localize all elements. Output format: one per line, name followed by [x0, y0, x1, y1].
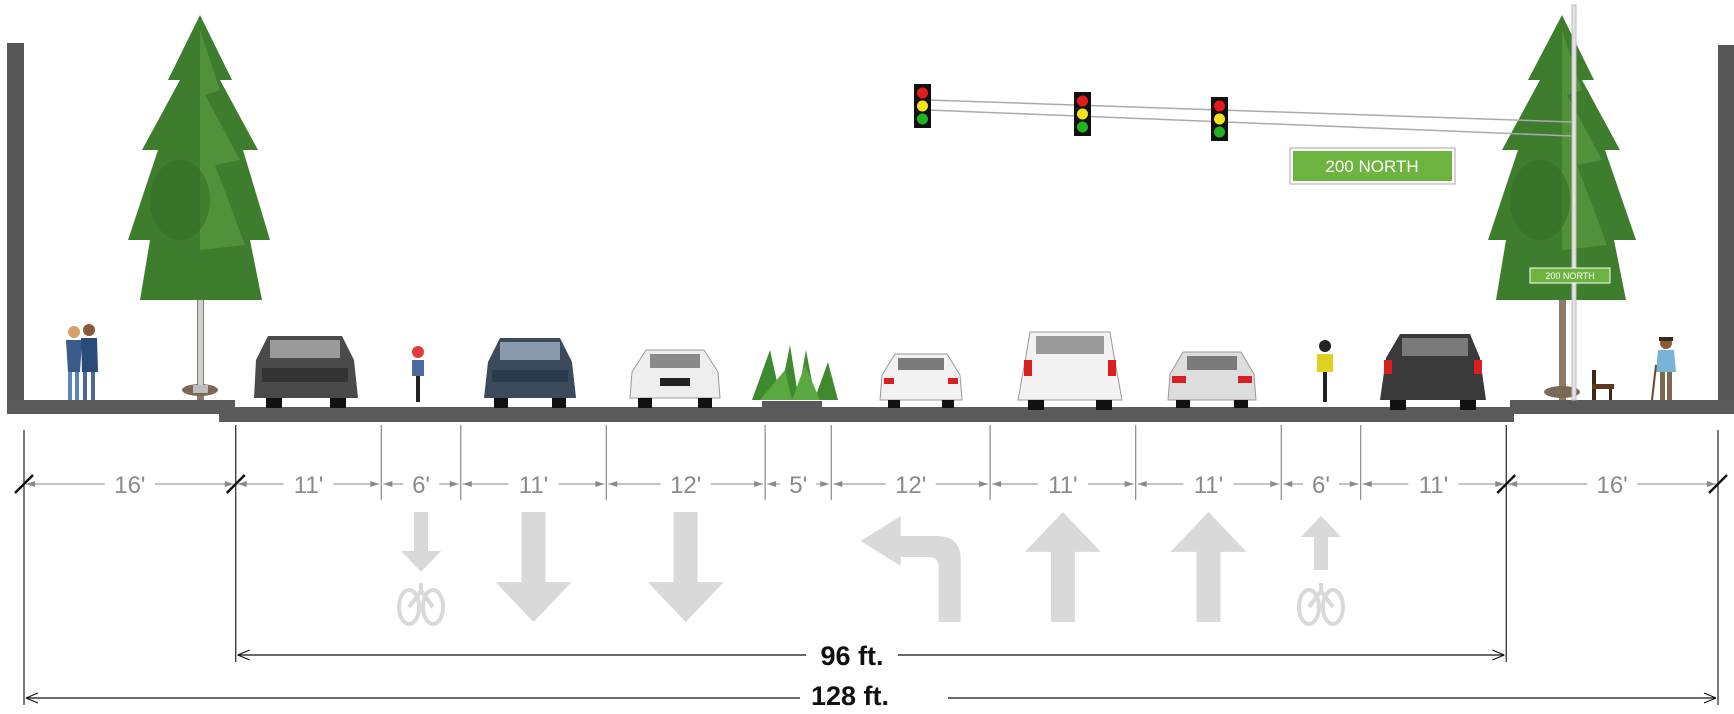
segment-width-label: 16' — [114, 472, 145, 499]
dimension-arrowhead — [237, 481, 247, 487]
dimension-slash-tick — [1708, 474, 1728, 494]
dimension-arrowhead — [992, 481, 1002, 487]
pedestrian-elderly — [1651, 337, 1676, 401]
right-building-wall — [1718, 45, 1734, 413]
street-name-sign: 200 NORTH — [1289, 147, 1456, 185]
median-island — [762, 401, 822, 411]
vehicle-suv-1 — [254, 336, 358, 408]
lamp-post-left — [193, 300, 208, 393]
signal-pole — [1571, 4, 1577, 401]
segment-width-label: 11' — [1048, 472, 1078, 499]
vehicle-suv-2 — [484, 338, 576, 408]
median-planting — [752, 345, 838, 400]
vehicle-suv-3 — [1380, 334, 1486, 410]
total-arrowhead — [25, 692, 39, 704]
total-curb-to-curb-label: 96 ft. — [820, 641, 883, 671]
total-dimensions: 96 ft. 128 ft. — [25, 641, 1717, 711]
vehicle-sedan-1 — [629, 349, 721, 408]
dimension-arrowhead — [1283, 481, 1293, 487]
vehicle-sedan-2 — [879, 353, 963, 408]
bicycle-symbol-icon — [397, 583, 446, 626]
dimension-arrowhead — [1270, 481, 1280, 487]
pedestrian-couple — [66, 324, 98, 400]
dimension-arrowhead — [754, 481, 764, 487]
total-right-of-way-label: 128 ft. — [811, 681, 889, 709]
dimension-slash-tick — [225, 474, 246, 494]
down-arrow-icon — [647, 512, 724, 622]
down-arrow-icon — [495, 512, 572, 622]
dimension-arrowhead — [1362, 481, 1372, 487]
dimension-arrowhead — [370, 481, 380, 487]
segment-width-label: 12' — [670, 472, 701, 499]
street-name-sign-text: 200 NORTH — [1325, 157, 1418, 176]
dimension-arrowhead — [767, 481, 777, 487]
dimension-arrowhead — [1137, 481, 1147, 487]
segment-width-label: 12' — [895, 472, 926, 499]
dimension-arrowhead — [462, 481, 472, 487]
up-arrow-icon — [1170, 512, 1247, 622]
traffic-light-3 — [1211, 97, 1228, 141]
pole-street-sign: 200 NORTH — [1529, 267, 1611, 284]
dimension-arrowhead — [595, 481, 605, 487]
left-sidewalk-surface — [7, 400, 235, 414]
dimension-arrowhead — [608, 481, 618, 487]
dimension-arrowhead — [449, 481, 459, 487]
dimension-arrowhead — [1508, 481, 1518, 487]
dimension-arrowhead — [383, 481, 393, 487]
segment-width-label: 6' — [1312, 472, 1330, 499]
left-turn-arrow-icon — [860, 516, 961, 622]
bicycle-frame — [407, 583, 435, 609]
dimension-arrowhead — [979, 481, 989, 487]
up-arrow-icon — [1024, 512, 1101, 622]
traffic-signal-assembly: 200 NORTH 200 NORTH — [914, 4, 1611, 401]
bicycle-wheel — [1320, 588, 1345, 626]
bicycle-wheel — [421, 588, 446, 626]
dimension-slash-tick — [1496, 474, 1517, 494]
dimension-arrowhead — [1707, 481, 1716, 487]
dimension-arrowhead — [1124, 481, 1134, 487]
dimension-arrowhead — [1495, 481, 1505, 487]
traffic-light-2 — [1074, 92, 1091, 136]
dimension-arrowhead — [833, 481, 843, 487]
pole-street-sign-text: 200 NORTH — [1545, 271, 1594, 281]
total-arrowhead — [1492, 649, 1505, 661]
down-arrow-icon — [401, 512, 442, 572]
dimension-arrowhead — [26, 481, 35, 487]
dimension-arrowhead — [224, 481, 234, 487]
dimension-slash-tick — [14, 474, 34, 494]
right-sidewalk-surface — [1510, 400, 1734, 414]
dimension-arrowhead — [820, 481, 830, 487]
up-arrow-icon — [1300, 516, 1341, 570]
bicycle-wheel — [1296, 588, 1321, 626]
segment-width-label: 16' — [1596, 472, 1627, 499]
bicycle-symbol-icon — [1296, 583, 1345, 626]
ground-profile — [7, 400, 1734, 422]
roadway-surface — [219, 407, 1514, 422]
segment-dimensions: 16' 11' 6' 11' 12' 5' 12' 11' 11' 6' 11' 16' — [14, 425, 1728, 705]
total-arrowhead — [1703, 692, 1717, 704]
lane-markings — [397, 512, 1345, 626]
cyclist-2 — [1317, 340, 1333, 402]
cyclist-1 — [412, 346, 424, 402]
segment-width-label: 6' — [412, 472, 430, 499]
segment-width-label: 5' — [789, 472, 807, 499]
total-arrowhead — [237, 649, 250, 661]
vehicle-sedan-3 — [1167, 351, 1257, 408]
bicycle-frame — [1307, 583, 1335, 609]
left-building-wall — [7, 43, 24, 413]
bench — [1592, 370, 1614, 400]
traffic-light-1 — [914, 84, 931, 128]
dimension-arrowhead — [1349, 481, 1359, 487]
segment-width-label: 11' — [519, 472, 549, 499]
vehicle-pickup — [1017, 331, 1123, 410]
segment-width-label: 11' — [1419, 472, 1449, 499]
segment-width-label: 11' — [1194, 472, 1224, 499]
tree-right — [1488, 15, 1636, 400]
segment-width-label: 11' — [294, 472, 324, 499]
bicycle-wheel — [397, 588, 422, 626]
